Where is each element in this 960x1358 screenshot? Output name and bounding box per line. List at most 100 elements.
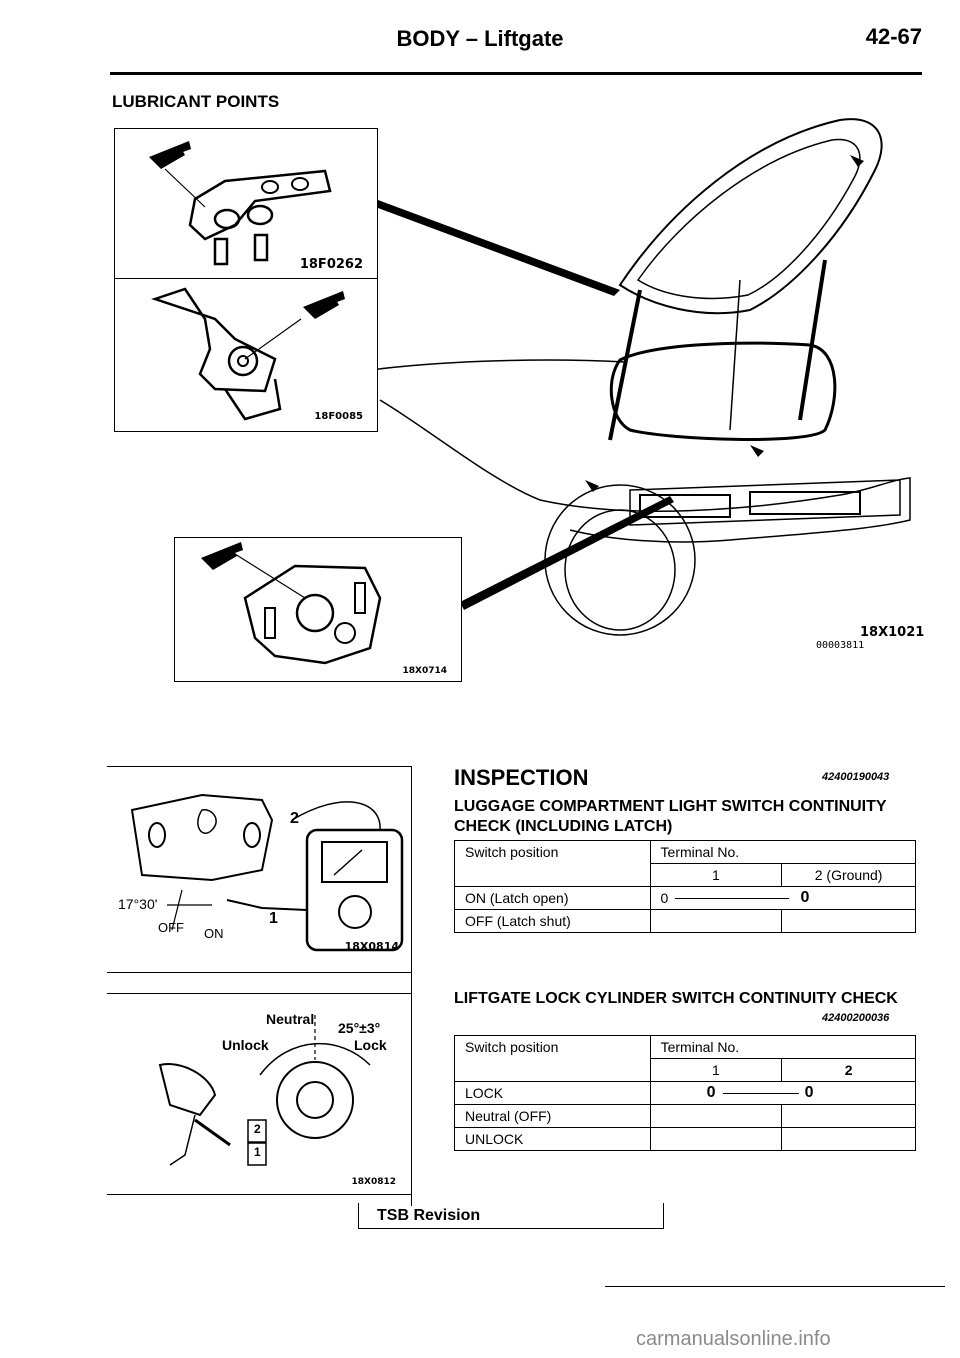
table-cell — [650, 1127, 783, 1151]
table-row: UNLOCK — [454, 1127, 916, 1151]
rear-wheel-arch — [544, 484, 696, 636]
terminal-header: Terminal No. — [650, 1035, 916, 1059]
cylinder-unlock-label: Unlock — [222, 1037, 269, 1053]
position-label: Neutral (OFF) — [454, 1104, 651, 1128]
switch-off-label: OFF — [158, 920, 184, 935]
terminal-label: 2 (Ground) — [781, 863, 916, 887]
tail-lamp-left — [639, 494, 731, 518]
switch-term-2-label: 2 — [290, 810, 299, 827]
terminal-header: Terminal No. — [650, 840, 916, 864]
column-header: Switch position — [454, 1035, 651, 1059]
left-col-top-rule — [107, 766, 412, 767]
hinge-figure: 18F0262 — [114, 128, 378, 280]
cylinder-figure-code: 18X0812 — [351, 1177, 396, 1187]
striker-figure: 18F0085 — [114, 278, 378, 432]
continuity-mark: 0 — [800, 889, 810, 906]
switch-check-figure: 2 1 17°30' OFF ON 18X0814 — [112, 780, 407, 960]
position-label: ON (Latch open) — [454, 886, 651, 910]
terminal-label: 1 — [650, 1058, 783, 1082]
left-col-mid-rule-1 — [107, 972, 412, 973]
continuity-mark: 0 — [660, 890, 669, 906]
watermark[interactable]: carmanualsonline.info — [636, 1328, 831, 1350]
inspection-heading: INSPECTION — [454, 765, 589, 790]
lube-gun-lower — [585, 480, 599, 492]
lube-gun-icon-3 — [201, 542, 243, 570]
header-title: BODY — [396, 26, 460, 51]
position-label: UNLOCK — [454, 1127, 651, 1151]
strut-support — [729, 279, 741, 431]
table-cell — [650, 1104, 783, 1128]
table-row: LOCK 0 0 — [454, 1081, 916, 1105]
footer-rule — [605, 1286, 945, 1287]
continuity-line — [674, 898, 789, 899]
cylinder-lock-label: Lock — [354, 1037, 387, 1053]
table-cell — [781, 1104, 916, 1128]
continuity-mark: 0 — [804, 1084, 814, 1101]
leader-line-hinge — [378, 200, 620, 296]
table2-title: LIFTGATE LOCK CYLINDER SWITCH CONTINUITY… — [454, 990, 898, 1008]
left-col-right-rule — [411, 766, 412, 1206]
table-cell — [454, 1058, 651, 1082]
position-label: OFF (Latch shut) — [454, 909, 651, 933]
switch-on-label: ON — [204, 926, 224, 941]
table-row: 1 2 (Ground) — [454, 863, 916, 887]
latch-drawing — [201, 542, 382, 665]
header-dash: – — [465, 26, 485, 51]
lock-cylinder-figure: 2 1 Neutral 25°±3° Unlock Lock 18X0812 — [140, 1005, 410, 1190]
terminal-label: 2 — [781, 1058, 916, 1082]
car-roof — [370, 359, 626, 371]
header-rule — [110, 72, 922, 75]
table-row: Switch position Terminal No. — [454, 1035, 916, 1059]
inspection-code: 42400190043 — [822, 771, 890, 783]
continuity-cell: 0 0 — [650, 1081, 916, 1105]
switch-angle-label: 17°30' — [118, 896, 158, 912]
page-header: BODY – Liftgate — [0, 26, 960, 52]
table1-title-line2: CHECK (INCLUDING LATCH) — [454, 818, 673, 835]
position-label: LOCK — [454, 1081, 651, 1105]
left-col-bottom-rule — [107, 1194, 412, 1195]
table-row: Neutral (OFF) — [454, 1104, 916, 1128]
header-subtitle: Liftgate — [484, 26, 564, 51]
liftgate-illustration — [370, 118, 911, 636]
terminal-label: 1 — [650, 863, 783, 887]
car-tail — [629, 479, 901, 526]
hinge-figure-code: 18F0262 — [299, 257, 363, 272]
switch-check-drawing — [130, 793, 404, 952]
table2-code: 42400200036 — [822, 1012, 890, 1024]
lube-gun-upper — [850, 155, 864, 167]
lubricant-points-heading: LUBRICANT POINTS — [112, 92, 280, 111]
latch-figure-code: 18X0714 — [402, 666, 447, 676]
tail-lamp-right — [749, 491, 861, 515]
cylinder-term-2-label: 2 — [254, 1122, 261, 1136]
striker-figure-code: 18F0085 — [314, 411, 363, 422]
hinge-drawing — [149, 141, 332, 266]
gas-strut-left — [608, 289, 642, 441]
table1-title-line1: LUGGAGE COMPARTMENT LIGHT SWITCH CONTINU… — [454, 798, 887, 815]
tsb-revision: TSB Revision — [358, 1203, 664, 1229]
switch-term-1-label: 1 — [269, 910, 278, 927]
cylinder-angle-label: 25°±3° — [338, 1020, 381, 1036]
lock-cylinder-drawing — [158, 1015, 371, 1166]
main-figure-ref: 00003811 — [816, 640, 865, 651]
lube-gun-icon — [149, 141, 191, 169]
striker-drawing — [151, 287, 345, 421]
table2-title-text: LOCK CYLINDER SWITCH CONTINUITY CHECK — [535, 990, 898, 1007]
cylinder-neutral-label: Neutral — [266, 1011, 315, 1027]
main-figure-code: 18X1021 — [860, 625, 925, 640]
rear-wheel — [564, 509, 676, 631]
switch-figure-code: 18X0814 — [344, 940, 399, 953]
lube-gun-icon-2 — [303, 291, 345, 319]
continuity-line — [722, 1093, 799, 1094]
continuity-cell: 0 0 — [650, 886, 916, 910]
table-row: Switch position Terminal No. — [454, 840, 916, 864]
cylinder-term-1-label: 1 — [254, 1145, 261, 1159]
table-cell — [781, 909, 916, 933]
lock-cylinder-table: Switch position Terminal No. 1 2 LOCK 0 … — [454, 1035, 916, 1151]
liftgate-outer — [618, 118, 883, 315]
table2-title-prefix: LIFTGATE — [454, 990, 532, 1007]
gas-strut-right — [798, 259, 827, 421]
table-cell — [454, 863, 651, 887]
multimeter — [305, 828, 404, 952]
light-switch-table: Switch position Terminal No. 1 2 (Ground… — [454, 840, 916, 933]
continuity-mark: 0 — [706, 1084, 716, 1101]
